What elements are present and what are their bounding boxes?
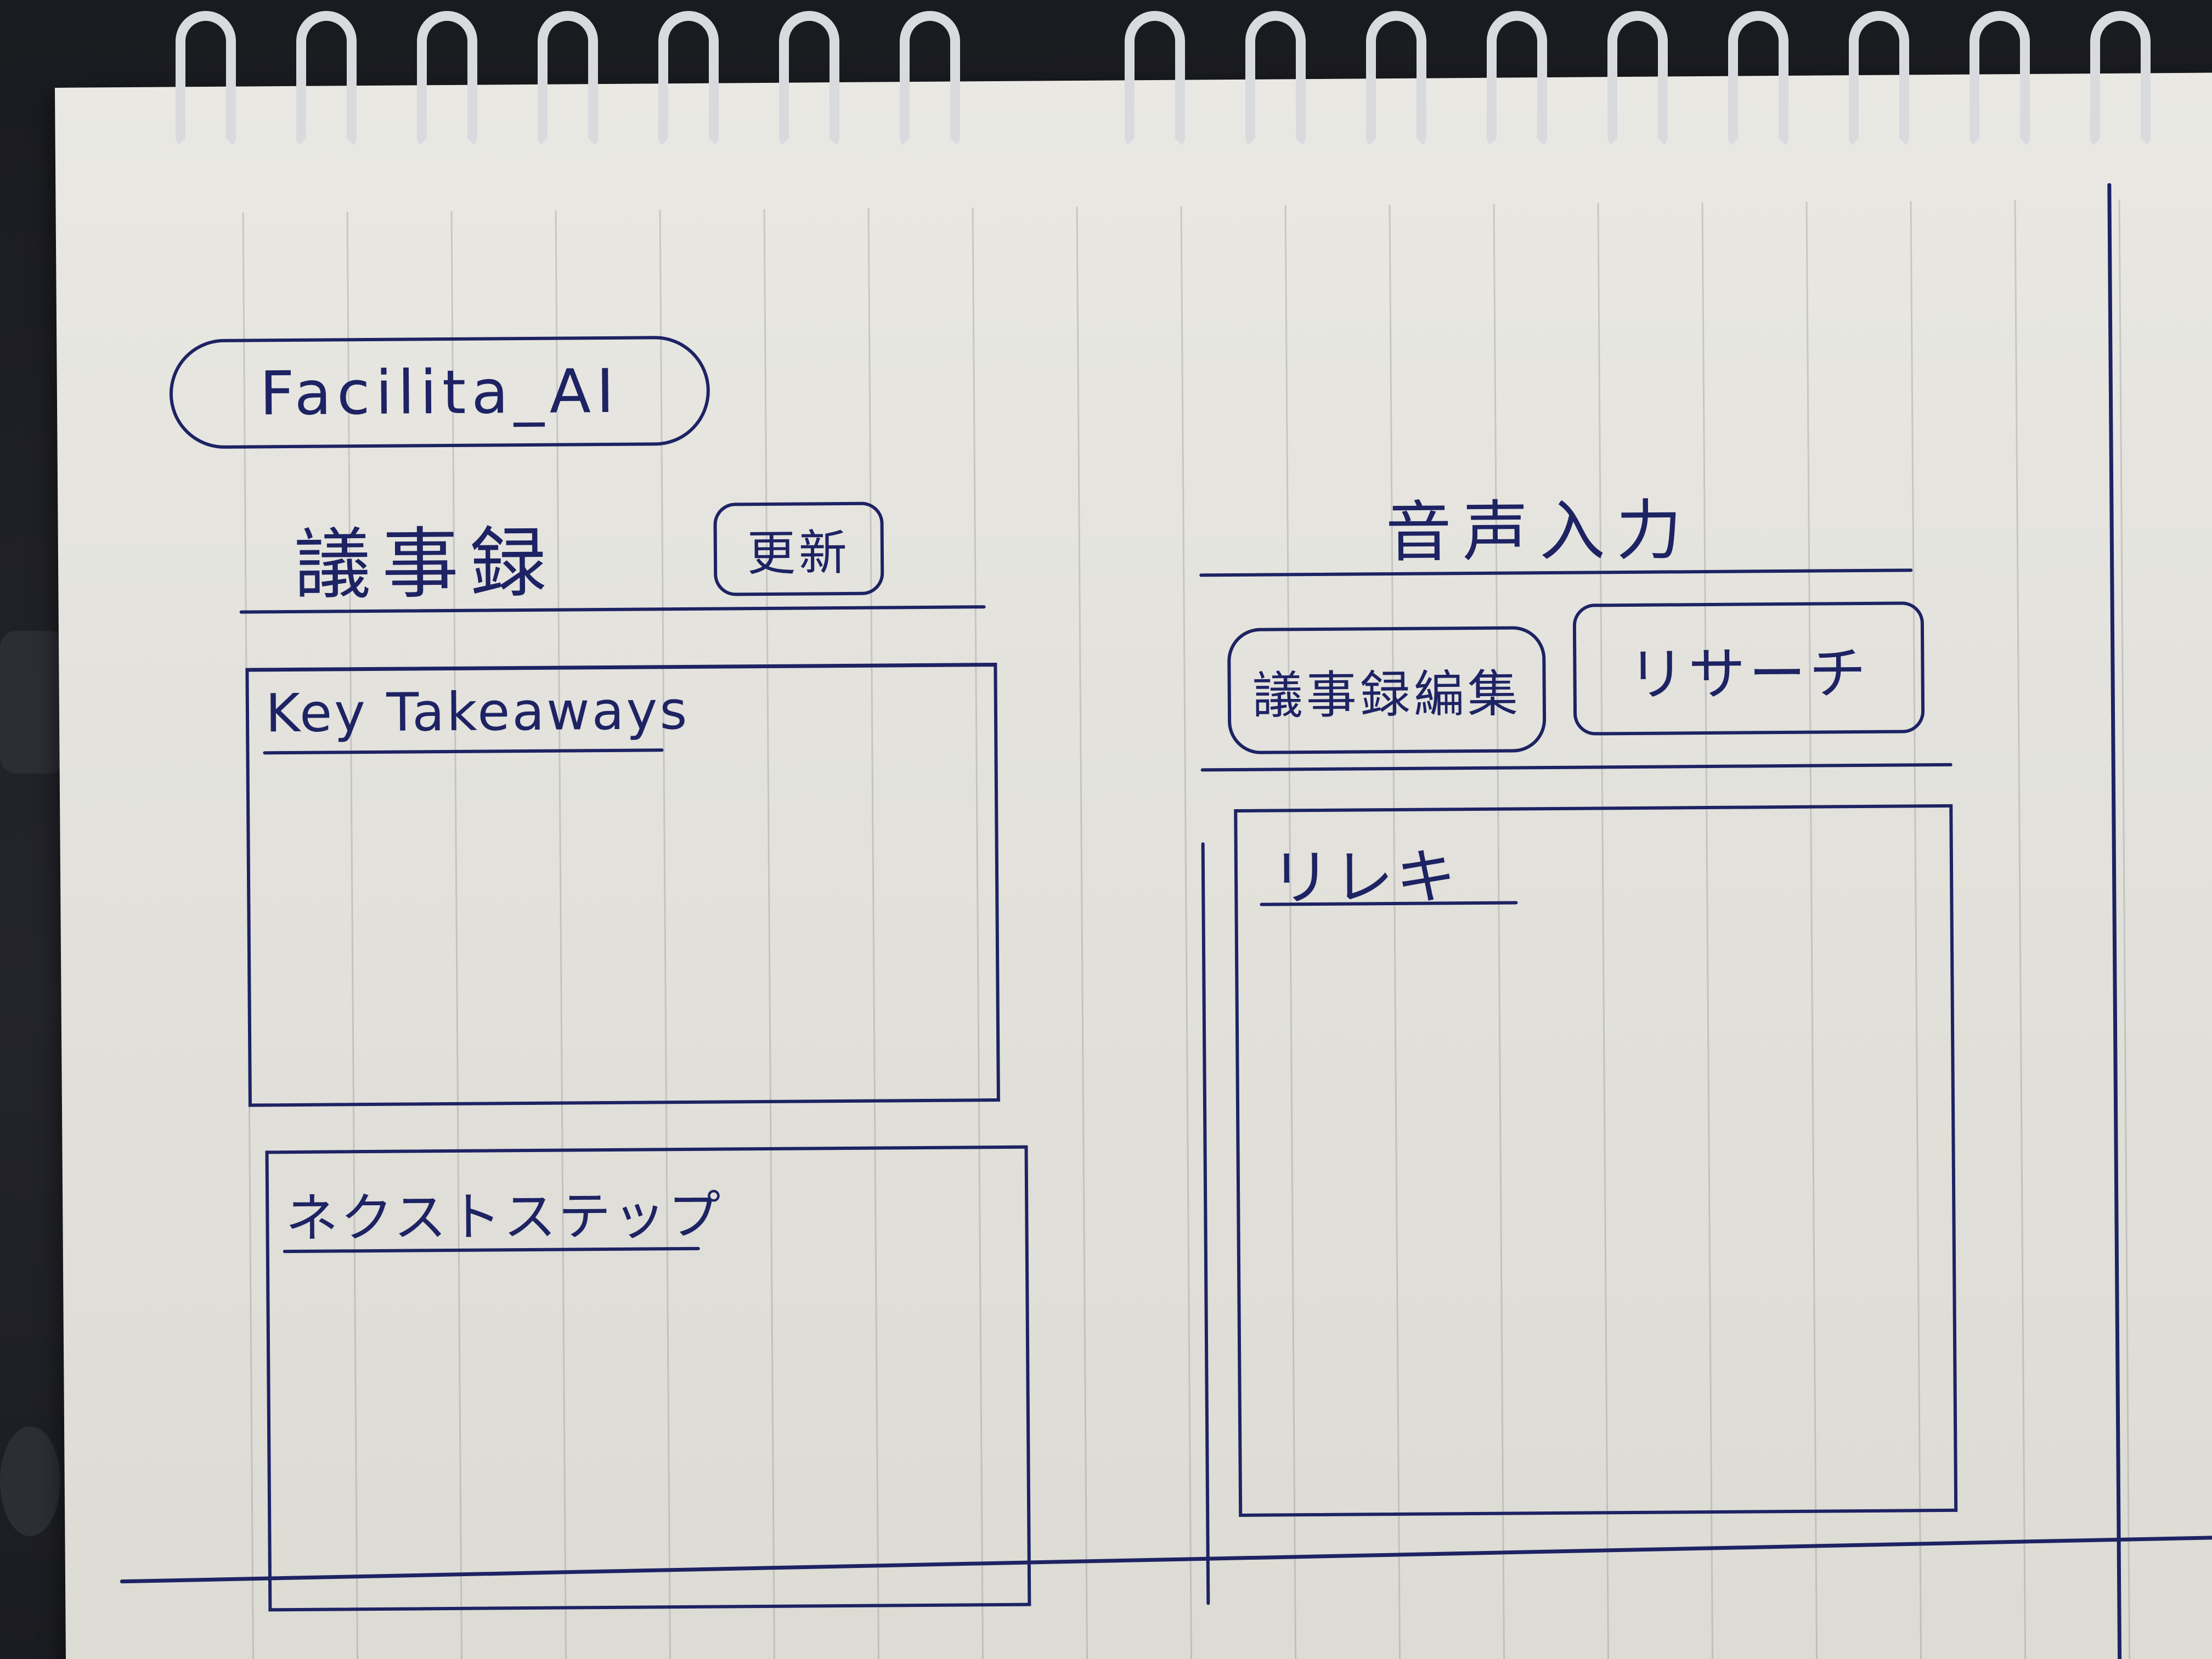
spiral-ring [1366,11,1426,148]
minutes-heading: 議事録 [294,518,558,610]
spiral-ring [1607,11,1668,148]
ruling-line [1076,206,1088,1659]
spiral-ring [1487,11,1547,148]
ruling-line [2118,199,2131,1659]
spiral-ring [658,11,719,148]
app-title-pill: Facilita_AI [169,335,710,449]
edit-minutes-button-label: 議事録編集 [1252,664,1522,725]
spiral-ring [417,11,477,148]
spiral-ring [1728,11,1788,148]
spiral-ring [1849,11,1909,148]
app-title: Facilita_AI [259,356,620,429]
research-button[interactable]: リサーチ [1572,601,1925,736]
spiral-ring [779,11,839,148]
voice-panel-left-edge [1201,842,1210,1605]
key-takeaways-underline [263,748,664,755]
next-steps-box[interactable]: ネクストステップ [265,1145,1031,1612]
spiral-ring [1970,11,2030,148]
ruling-line [2014,200,2027,1659]
research-button-label: リサーチ [1628,639,1870,708]
update-button[interactable]: 更新 [713,501,884,596]
history-box[interactable]: リレキ [1234,804,1958,1517]
edit-minutes-button[interactable]: 議事録編集 [1227,626,1547,755]
next-steps-heading: ネクストステップ [285,1184,723,1250]
background-object [0,1426,60,1536]
spiral-ring [176,11,236,148]
spiral-ring [900,11,960,148]
key-takeaways-box[interactable]: Key Takeaways [245,663,1000,1107]
voice-input-heading: 音声入力 [1385,493,1694,572]
spiral-ring [1125,11,1185,148]
spiral-ring [296,11,357,148]
notebook-page: Facilita_AI 議事録 更新 Key Takeaways ネクストステッ… [55,72,2212,1659]
ruling-line [1180,206,1193,1659]
spiral-ring [2090,11,2151,148]
update-button-label: 更新 [747,524,851,582]
key-takeaways-heading: Key Takeaways [265,679,690,744]
spiral-ring [538,11,598,148]
background-object [0,631,66,774]
button-row-underline [1200,763,1953,772]
spiral-ring [1245,11,1306,148]
